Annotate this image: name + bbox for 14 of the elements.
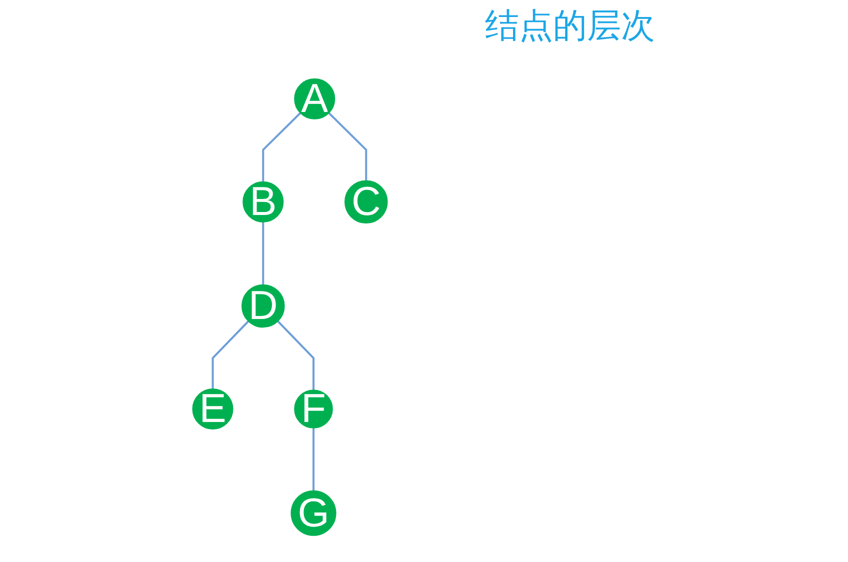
node-circle: A bbox=[294, 78, 336, 120]
node-circle: D bbox=[241, 284, 285, 328]
node-circle: F bbox=[294, 390, 333, 428]
node-circle: C bbox=[344, 180, 388, 224]
node-circle: G bbox=[290, 490, 336, 536]
diagram-title: 结点的层次 bbox=[484, 6, 656, 47]
connector bbox=[262, 222, 264, 286]
node-circle: B bbox=[242, 181, 284, 222]
connector bbox=[276, 320, 315, 390]
connector bbox=[312, 428, 315, 492]
node-circle: E bbox=[192, 388, 234, 430]
connector bbox=[212, 320, 250, 390]
connector bbox=[262, 112, 302, 182]
connector bbox=[328, 112, 368, 181]
